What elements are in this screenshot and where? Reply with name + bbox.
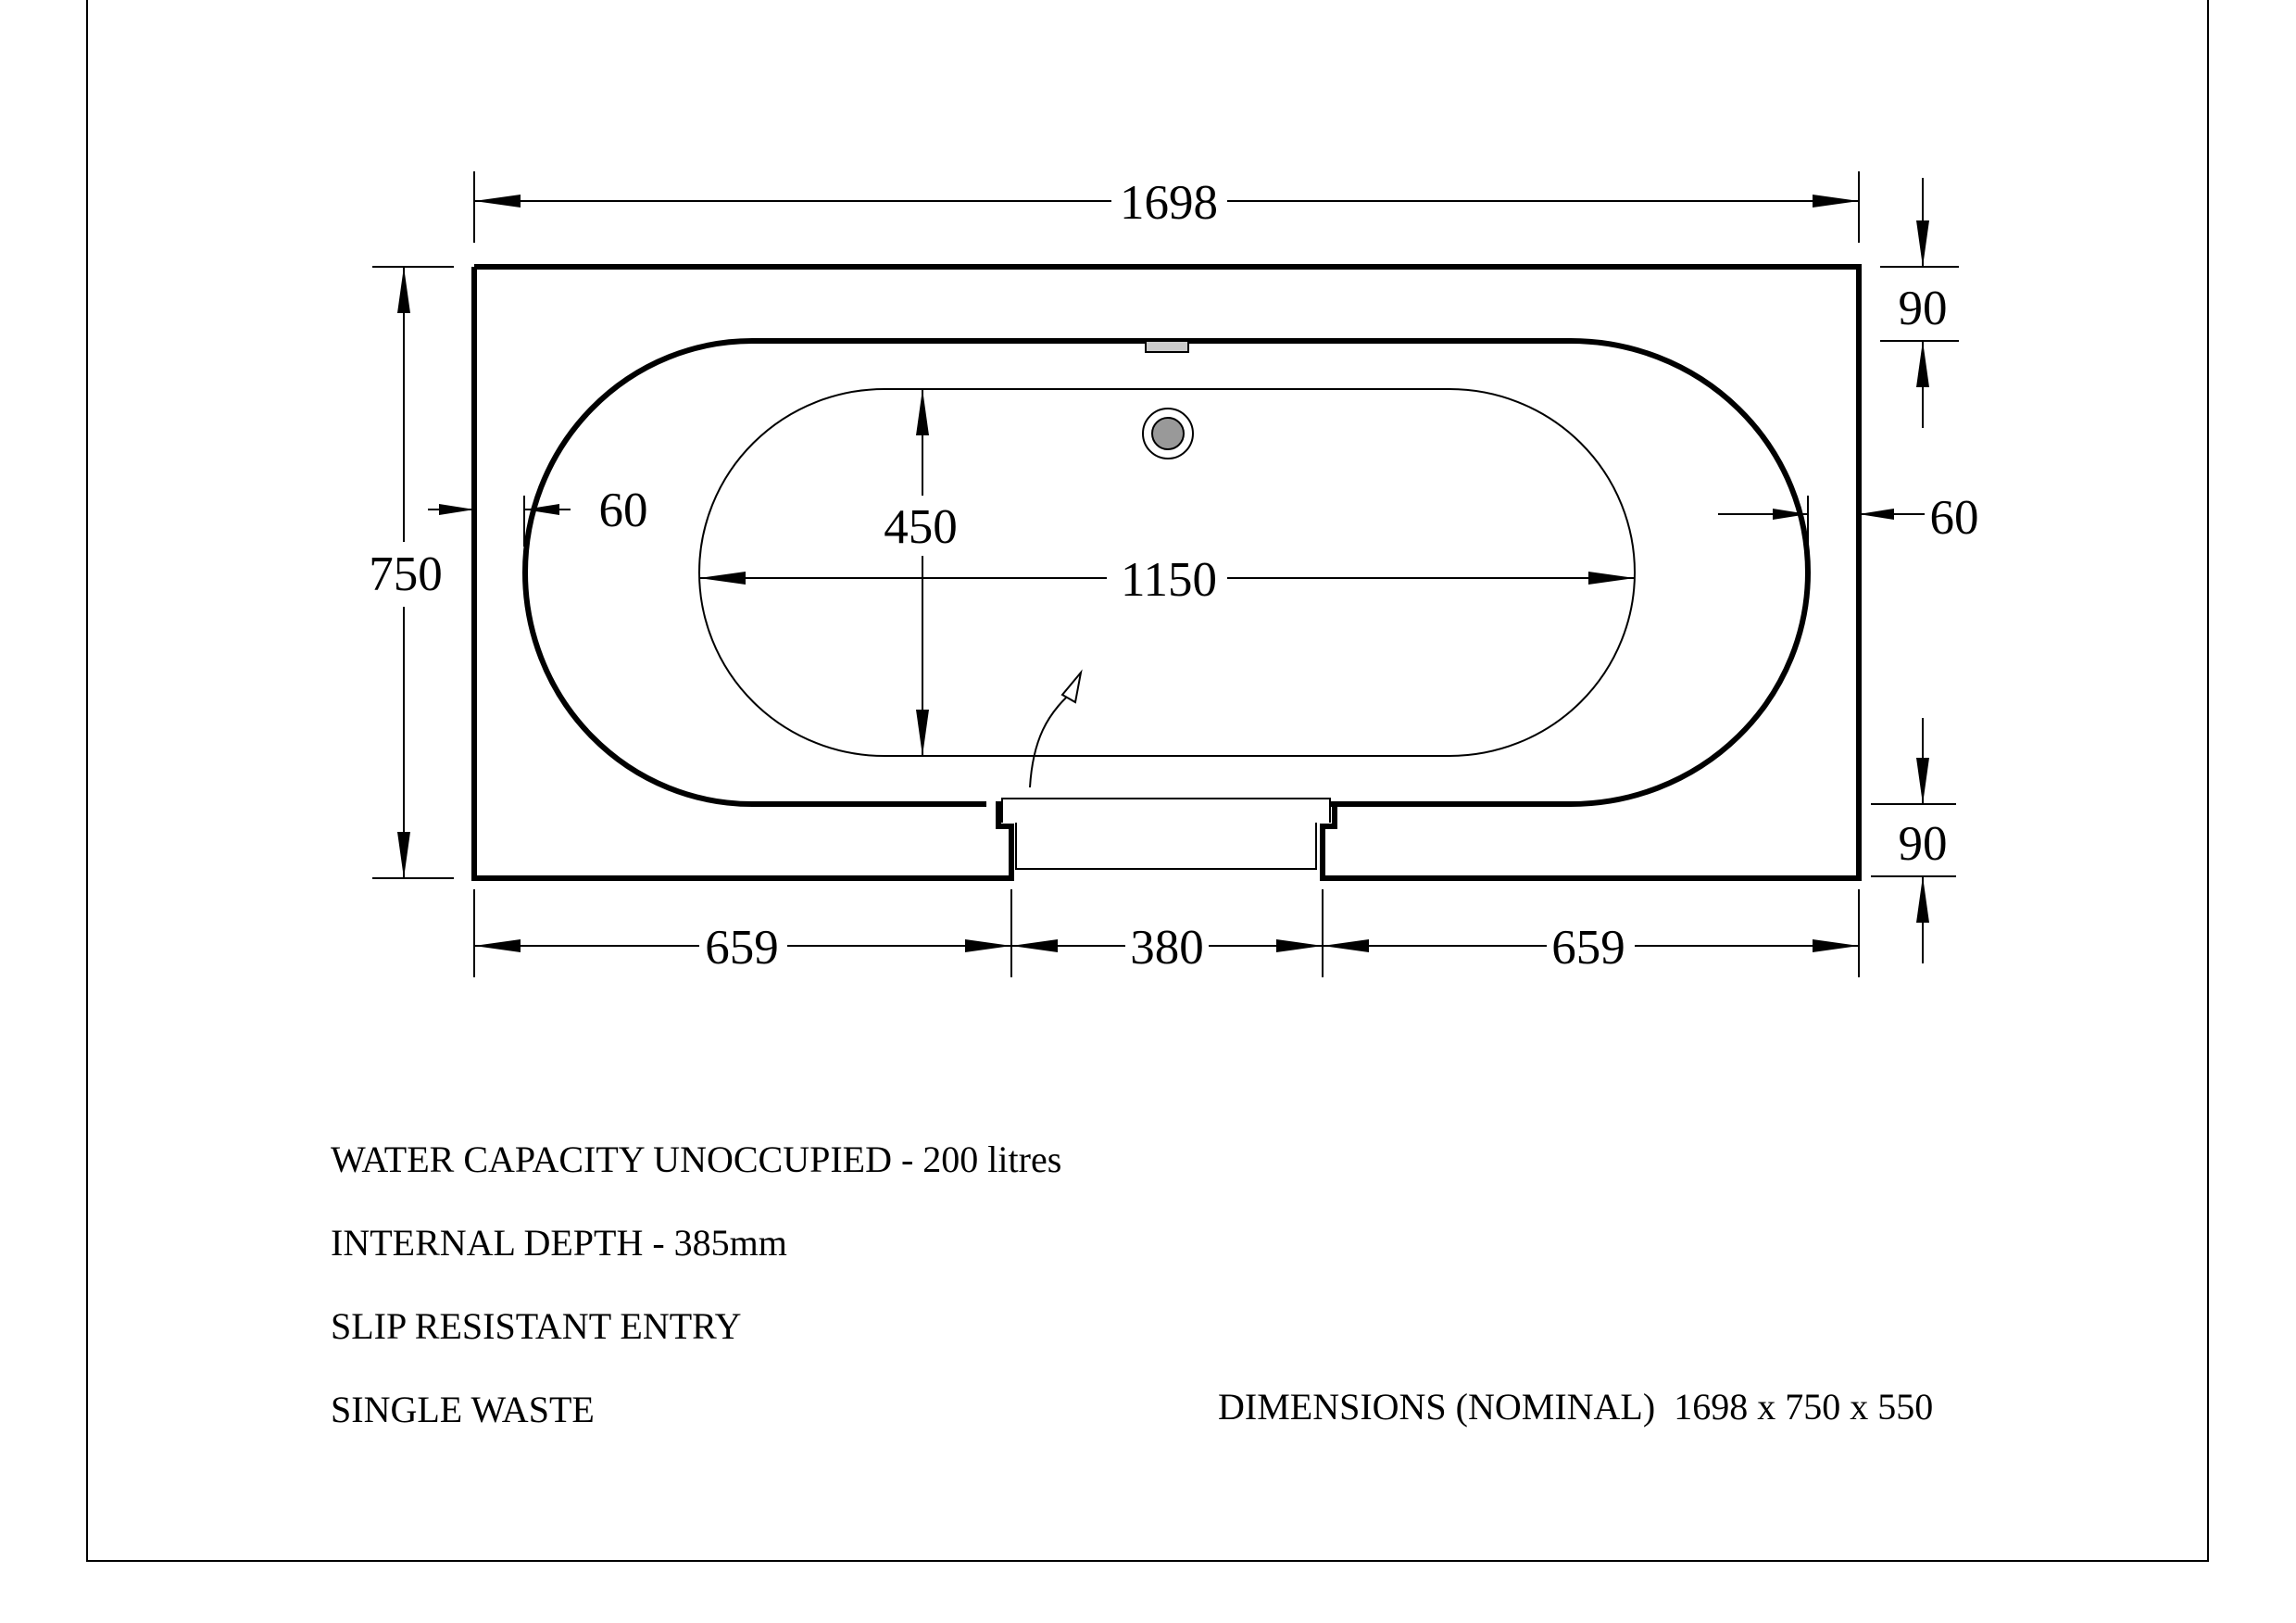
bath-outer-outline-left xyxy=(471,267,1014,881)
dimension-top-rim: 90 xyxy=(1880,178,1959,428)
note-single-waste: SINGLE WASTE xyxy=(331,1389,595,1430)
dimension-inner-length: 1150 xyxy=(699,553,1635,607)
note-nominal-dimensions: DIMENSIONS (NOMINAL) 1698 x 750 x 550 xyxy=(1218,1386,1933,1428)
bath-rim-outline xyxy=(522,338,1811,807)
note-internal-depth: INTERNAL DEPTH - 385mm xyxy=(331,1222,787,1264)
dim-label-bottom-90: 90 xyxy=(1899,817,1948,871)
note-water-capacity: WATER CAPACITY UNOCCUPIED - 200 litres xyxy=(331,1139,1061,1180)
waste-outlet xyxy=(1151,417,1185,450)
dim-label-left-659: 659 xyxy=(705,921,779,975)
dim-label-left-60: 60 xyxy=(599,484,648,537)
dim-label-right-659: 659 xyxy=(1551,921,1625,975)
dim-label-380: 380 xyxy=(1130,921,1204,975)
dim-label-450: 450 xyxy=(884,500,958,554)
dimension-left-rim: 60 xyxy=(428,484,648,547)
entry-step-inner xyxy=(1015,823,1317,870)
drawing-frame xyxy=(86,0,2209,1562)
dim-label-1698: 1698 xyxy=(1120,176,1218,230)
entry-direction-arrowhead xyxy=(1060,669,1083,704)
note-slip-resistant-entry: SLIP RESISTANT ENTRY xyxy=(331,1305,742,1347)
entry-direction-arrow xyxy=(1029,689,1075,788)
dimension-right-rim: 60 xyxy=(1718,491,1979,547)
dim-label-1150: 1150 xyxy=(1121,553,1217,607)
dim-label-top-90: 90 xyxy=(1899,282,1948,335)
dim-label-right-60: 60 xyxy=(1930,491,1979,545)
dimension-bottom-chain: 659 380 659 xyxy=(473,889,1860,977)
bath-outer-outline xyxy=(474,264,1862,881)
overflow-plate xyxy=(1145,340,1189,353)
dimension-bottom-rim: 90 xyxy=(1871,718,1956,963)
dim-label-750: 750 xyxy=(369,547,443,601)
bath-basin-outline xyxy=(698,388,1636,757)
dimension-inner-width: 450 xyxy=(884,389,958,756)
dimension-overall-length: 1698 xyxy=(473,171,1860,243)
dimension-overall-width: 750 xyxy=(369,266,454,879)
entry-step-outline xyxy=(1001,798,1331,823)
